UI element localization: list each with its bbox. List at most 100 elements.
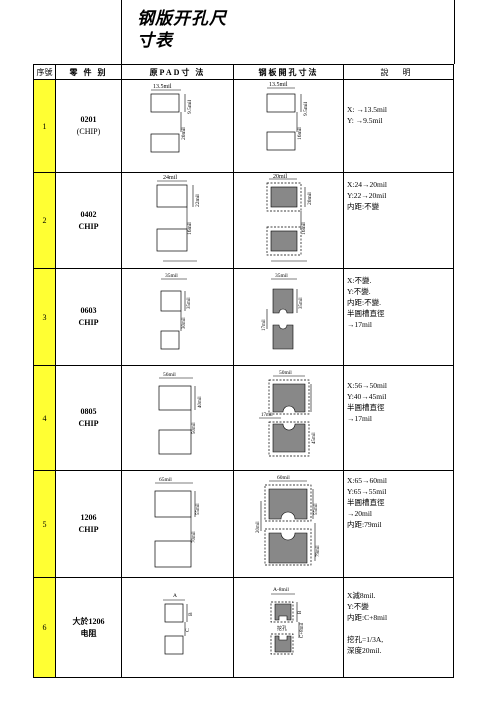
row-index: 2 [33,172,56,269]
component-name: 0603 [80,306,97,315]
pad-diagram-cell: 65mil 55mil 70mil [121,470,234,578]
table-row: 5 1206 CHIP 65mil 55mil 70mil [33,470,454,578]
stencil-width-label: 50mil [279,370,292,376]
note-line: X: →13.5mil [347,105,388,114]
header-stencil: 钢板開孔寸法 [233,64,344,80]
note-line: 内距:不變 [347,202,380,211]
stencil-slot-label: 20mil [256,521,261,533]
table-row: 1 0201 (CHIP) 13.5mil 9.5mil 20mil [33,79,454,173]
stencil-cut-label: 挖孔 [277,625,287,632]
note-line: Y:40→45mil [347,392,387,401]
note-line: X:24→20mil [347,180,388,189]
note-line: 半圓槽直徑 [347,403,385,412]
pad-diagram: 13.5mil 9.5mil 20mil [150,84,193,153]
stencil-height-label: 9.5mil [303,101,309,116]
component-name: 0201 [80,115,97,124]
pad-gap-label: 70mil [192,531,197,543]
row-index: 6 [33,577,56,678]
row-index: 3 [33,268,56,366]
title-line-2: 寸表 [137,31,173,50]
component-cell: 0603 CHIP [55,268,122,366]
pad-width-label: 56mil [163,372,176,378]
title-block [121,0,455,64]
note-line: 挖孔=1/3A, [347,635,384,644]
pad-diagram-cell: 13.5mil 9.5mil 20mil [121,79,234,173]
table-row: 6 大於1206 电阻 A B C [33,577,454,678]
pad-diagram: 24mil 22mil 16mil [156,175,201,262]
note-line: 内距:C+8mil [347,613,388,622]
stencil-width-label: A-8mil [273,587,289,593]
notes-cell: X:56→50mil Y:40→45mil 半圓槽直徑 →17mil [343,365,454,471]
note-line: 半圓槽直徑 [347,498,385,507]
aperture-table: 序號 零 件 别 原PAD寸 法 钢板開孔寸法 說 明 1 0201 (CHIP… [33,64,454,678]
table-row: 2 0402 CHIP 24mil 22mil 16mil [33,172,454,269]
stencil-diagram: 20mil 20mil 16mil [266,174,313,262]
stencil-diagram-cell: 35mil 35mil 17mil [233,268,344,366]
pad-height-label: B [188,612,194,616]
stencil-gap-label: 79mil [316,545,321,557]
stencil-diagram-cell: 13.5mil 9.5mil 16mil [233,79,344,173]
stencil-diagram-cell: 20mil 20mil 16mil [233,172,344,269]
pad-height-label: 35mil [187,297,192,309]
row-index: 5 [33,470,56,578]
component-cell: 0805 CHIP [55,365,122,471]
stencil-height-label: B [298,610,303,614]
note-line [347,623,453,634]
header-component: 零 件 别 [55,64,122,80]
stencil-height-label: 45mil [312,432,317,444]
header-index: 序號 [33,64,56,80]
pad-diagram: 56mil 40mil 50mil [158,372,203,455]
component-cell: 大於1206 电阻 [55,577,122,678]
notes-cell: X減8mil. Y:不變 内距:C+8mil 挖孔=1/3A, 深度20mil. [343,577,454,678]
pad-width-label: 35mil [165,273,178,279]
note-line: 内距:79mil [347,520,382,529]
stencil-diagram-cell: 60mil 55mil 20mil 79mil [233,470,344,578]
pad-diagram: 35mil 35mil 30mil [160,273,192,350]
header-row: 序號 零 件 别 原PAD寸 法 钢板開孔寸法 說 明 [33,64,454,80]
stencil-width-label: 20mil [273,174,287,180]
pad-width-label: A [173,593,177,599]
component-name: 大於1206 [72,616,105,626]
note-line: 深度20mil. [347,646,382,655]
notes-cell: X:65→60mil Y:65→55mil 半圓槽直徑 →20mil 内距:79… [343,470,454,578]
component-name: 0402 [80,209,97,219]
pad-diagram-cell: 56mil 40mil 50mil [121,365,234,471]
note-line: →17mil [347,414,373,423]
pad-gap-label: 50mil [192,422,197,434]
component-type: CHIP [78,419,99,428]
component-type: CHIP [78,221,99,231]
stencil-width-label: 35mil [275,273,288,279]
pad-gap-label: C [185,628,191,632]
table-row: 4 0805 CHIP 56mil 40mil 50mil [33,365,454,471]
pad-diagram: A B C [162,593,194,655]
pad-height-label: 9.5mil [187,99,193,114]
stencil-height-label: 35mil [299,297,304,309]
pad-diagram-cell: A B C [121,577,234,678]
header-notes: 說 明 [343,64,454,80]
pad-diagram-cell: 35mil 35mil 30mil [121,268,234,366]
stencil-diagram-cell: 50mil 45mil 17mil [233,365,344,471]
row-index: 1 [33,79,56,173]
note-line: →17mil [347,320,373,329]
stencil-gap-label: 16mil [297,127,303,140]
stencil-diagram: 50mil 45mil 17mil [258,370,317,457]
stencil-sheet: 钢版开孔尺 寸表 序號 零 件 别 原PAD寸 法 钢板開孔寸法 說 明 1 0… [33,0,455,702]
title-line-1: 钢版开孔尺 [137,9,227,28]
header-pad: 原PAD寸 法 [121,64,234,80]
stencil-width-label: 13.5mil [269,82,288,88]
component-name: 1206 [80,513,97,522]
pad-height-label: 40mil [198,396,203,408]
component-type: CHIP [78,525,99,534]
note-line: X:65→60mil [347,476,388,485]
stencil-diagram: 35mil 35mil 17mil [262,273,304,350]
pad-gap-label: 20mil [181,127,187,140]
pad-width-label: 13.5mil [153,84,172,90]
pad-width-label: 24mil [163,175,177,181]
pad-diagram-cell: 24mil 22mil 16mil [121,172,234,269]
pad-width-label: 65mil [159,477,172,483]
stencil-diagram-cell: A-8mil B C+8mil 挖孔 [233,577,344,678]
stencil-diagram: 60mil 55mil 20mil 79mil [256,475,321,566]
component-type: CHIP [78,318,99,327]
component-cell: 1206 CHIP [55,470,122,578]
pad-height-label: 55mil [196,503,201,515]
